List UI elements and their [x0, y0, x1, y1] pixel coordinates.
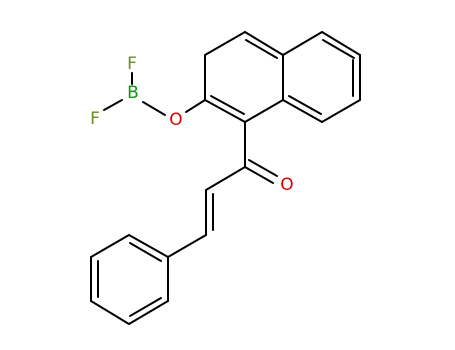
bond-carbonyl-o-1: [244, 166, 274, 184]
bond-ph2-ph3: [90, 234, 130, 258]
bond-c7-c8: [321, 99, 361, 123]
bond-b-f2: [103, 99, 123, 111]
atom-label-f-top: F: [127, 54, 137, 74]
bond-c1-c2: [204, 99, 246, 123]
bond-c4a-c1: [244, 99, 284, 123]
bond-double-c3c4-inner: [245, 39, 278, 59]
bond-double-c8-inner: [288, 95, 322, 115]
bond-double-c1c2-inner: [210, 95, 245, 115]
atom-label-boron: B: [127, 83, 139, 103]
bond-ph4-ph5: [90, 300, 130, 325]
bond-beta-phenyl: [167, 234, 207, 258]
bond-carbonyl-o-2: [248, 159, 278, 177]
bond-c2-o: [185, 99, 206, 113]
bond-double-c5c6-inner: [322, 39, 355, 59]
bond-o-b: [142, 101, 166, 116]
bond-c2-c3: [204, 31, 246, 56]
atom-label-oxygen-ether: O: [169, 110, 182, 130]
bond-c8-c4a: [282, 99, 323, 123]
bond-ph-double-1: [129, 242, 162, 262]
atom-label-oxygen-carbonyl: O: [280, 175, 293, 195]
bond-ph1-ph2: [128, 234, 169, 258]
atom-label-f-left: F: [90, 109, 100, 129]
bond-c4-c5: [282, 31, 323, 56]
bond-c3-c4: [244, 31, 284, 56]
bond-ph-double-3: [129, 297, 162, 317]
bond-c5-c6: [321, 31, 361, 56]
bond-ph5-ph6: [128, 300, 169, 325]
bond-carbonyl-alpha: [205, 166, 246, 191]
